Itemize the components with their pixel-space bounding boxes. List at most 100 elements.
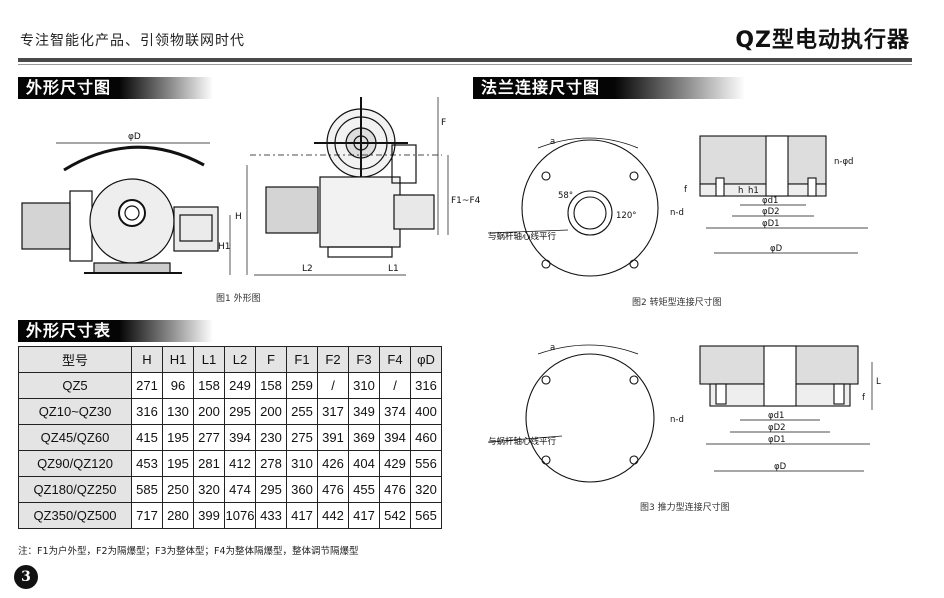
table-cell: 195 [162,450,194,477]
label-phi-d1: φd1 [768,411,784,421]
section-flange-drawing: 法兰连接尺寸图 [473,77,745,99]
table-cell: 455 [348,476,380,503]
table-cell: 255 [286,398,318,425]
table-cell: 200 [193,398,225,425]
table-cell: 442 [317,502,349,529]
label-H: H [235,212,242,222]
table-row: QZ180/QZ250 585 250 320 474 295 360 476 … [18,476,442,503]
table-cell: 130 [162,398,194,425]
table-cell: 320 [193,476,225,503]
caption-figure-1: 图1 外形图 [216,294,261,304]
slogan: 专注智能化产品、引领物联网时代 [20,33,245,49]
table-row: QZ90/QZ120 453 195 281 412 278 310 426 4… [18,450,442,477]
label-phi-D2: φD2 [768,423,786,433]
label-L: L [876,377,881,387]
model-cell: QZ45/QZ60 [18,424,132,451]
label-parallel: 与蜗杆轴心线平行 [488,436,557,447]
table-cell: 542 [379,502,411,529]
figure-2-torque-flange: a 58° 120° 与蜗杆轴心线平行 n-d n-φd f h h1 φd1 … [487,135,868,277]
header-rule [18,58,912,62]
page-number: 3 [14,565,38,589]
section-outline-table: 外形尺寸表 [18,320,213,342]
table-cell: 394 [224,424,256,451]
table-cell: 1076 [224,502,256,529]
label-phi-D2: φD2 [762,207,780,217]
label-n-d: n-d [670,415,684,425]
table-cell: 412 [224,450,256,477]
table-cell: 316 [410,372,442,399]
table-cell: 417 [348,502,380,529]
table-row: QZ350/QZ500 717 280 399 1076 433 417 442… [18,502,442,529]
table-cell: 391 [317,424,349,451]
table-cell: 259 [286,372,318,399]
header-cell: L2 [224,346,256,373]
dimensions-table: 型号 H H1 L1 L2 F F1 F2 F3 F4 φD QZ5 271 9… [18,346,442,529]
table-cell: 295 [224,398,256,425]
label-a: a [550,137,555,147]
table-row: QZ5 271 96 158 249 158 259 / 310 / 316 [18,372,442,399]
table-cell: 394 [379,424,411,451]
label-parallel: 与蜗杆轴心线平行 [488,231,557,242]
table-cell: 374 [379,398,411,425]
label-F: F [441,118,446,128]
model-cell: QZ180/QZ250 [18,476,132,503]
table-row: QZ10~QZ30 316 130 200 295 200 255 317 34… [18,398,442,425]
header-cell: H [131,346,163,373]
label-phi-D: φD [128,132,141,142]
caption-figure-2: 图2 转矩型连接尺寸图 [632,298,722,308]
table-cell: 565 [410,502,442,529]
label-a: a [550,343,555,353]
table-cell: 316 [131,398,163,425]
table-cell: 417 [286,502,318,529]
table-cell: 360 [286,476,318,503]
table-cell: / [317,372,349,399]
table-cell: 271 [131,372,163,399]
table-cell: 295 [255,476,287,503]
label-phi-D1: φD1 [768,435,786,445]
table-cell: 399 [193,502,225,529]
model-cell: QZ10~QZ30 [18,398,132,425]
table-cell: 96 [162,372,194,399]
figure-3-thrust-flange: a 与蜗杆轴心线平行 n-d L f φd1 φD2 φD1 φD [487,343,881,483]
table-cell: 433 [255,502,287,529]
header-cell: H1 [162,346,194,373]
label-f: f [862,393,866,403]
table-cell: 556 [410,450,442,477]
model-cell: QZ350/QZ500 [18,502,132,529]
table-cell: 200 [255,398,287,425]
table-cell: 426 [317,450,349,477]
table-cell: 476 [317,476,349,503]
label-F1-F4: F1~F4 [451,196,481,206]
table-cell: 158 [193,372,225,399]
label-n-d: n-d [670,208,684,218]
table-cell: 281 [193,450,225,477]
label-n-phi-d: n-φd [834,157,853,167]
table-header-row: 型号 H H1 L1 L2 F F1 F2 F3 F4 φD [18,346,442,373]
label-h1: h1 [748,186,759,196]
table-cell: 453 [131,450,163,477]
table-cell: 195 [162,424,194,451]
caption-figure-3: 图3 推力型连接尺寸图 [640,503,730,513]
header-cell: F3 [348,346,380,373]
header-cell: F4 [379,346,411,373]
table-cell: 275 [286,424,318,451]
table-cell: 476 [379,476,411,503]
header-cell: L1 [193,346,225,373]
table-cell: 158 [255,372,287,399]
table-cell: 474 [224,476,256,503]
header-cell: F1 [286,346,318,373]
table-cell: 310 [348,372,380,399]
table-cell: 310 [286,450,318,477]
header-cell: 型号 [18,346,132,373]
label-L2: L2 [302,264,313,274]
footnote: 注：F1为户外型，F2为隔爆型；F3为整体型；F4为整体隔爆型，整体调节隔爆型 [18,546,359,557]
table-cell: 585 [131,476,163,503]
table-cell: 249 [224,372,256,399]
table-cell: 429 [379,450,411,477]
table-cell: 460 [410,424,442,451]
header-cell: F [255,346,287,373]
table-cell: 250 [162,476,194,503]
model-cell: QZ90/QZ120 [18,450,132,477]
table-cell: 317 [317,398,349,425]
product-title: QZ型电动执行器 [735,28,910,53]
